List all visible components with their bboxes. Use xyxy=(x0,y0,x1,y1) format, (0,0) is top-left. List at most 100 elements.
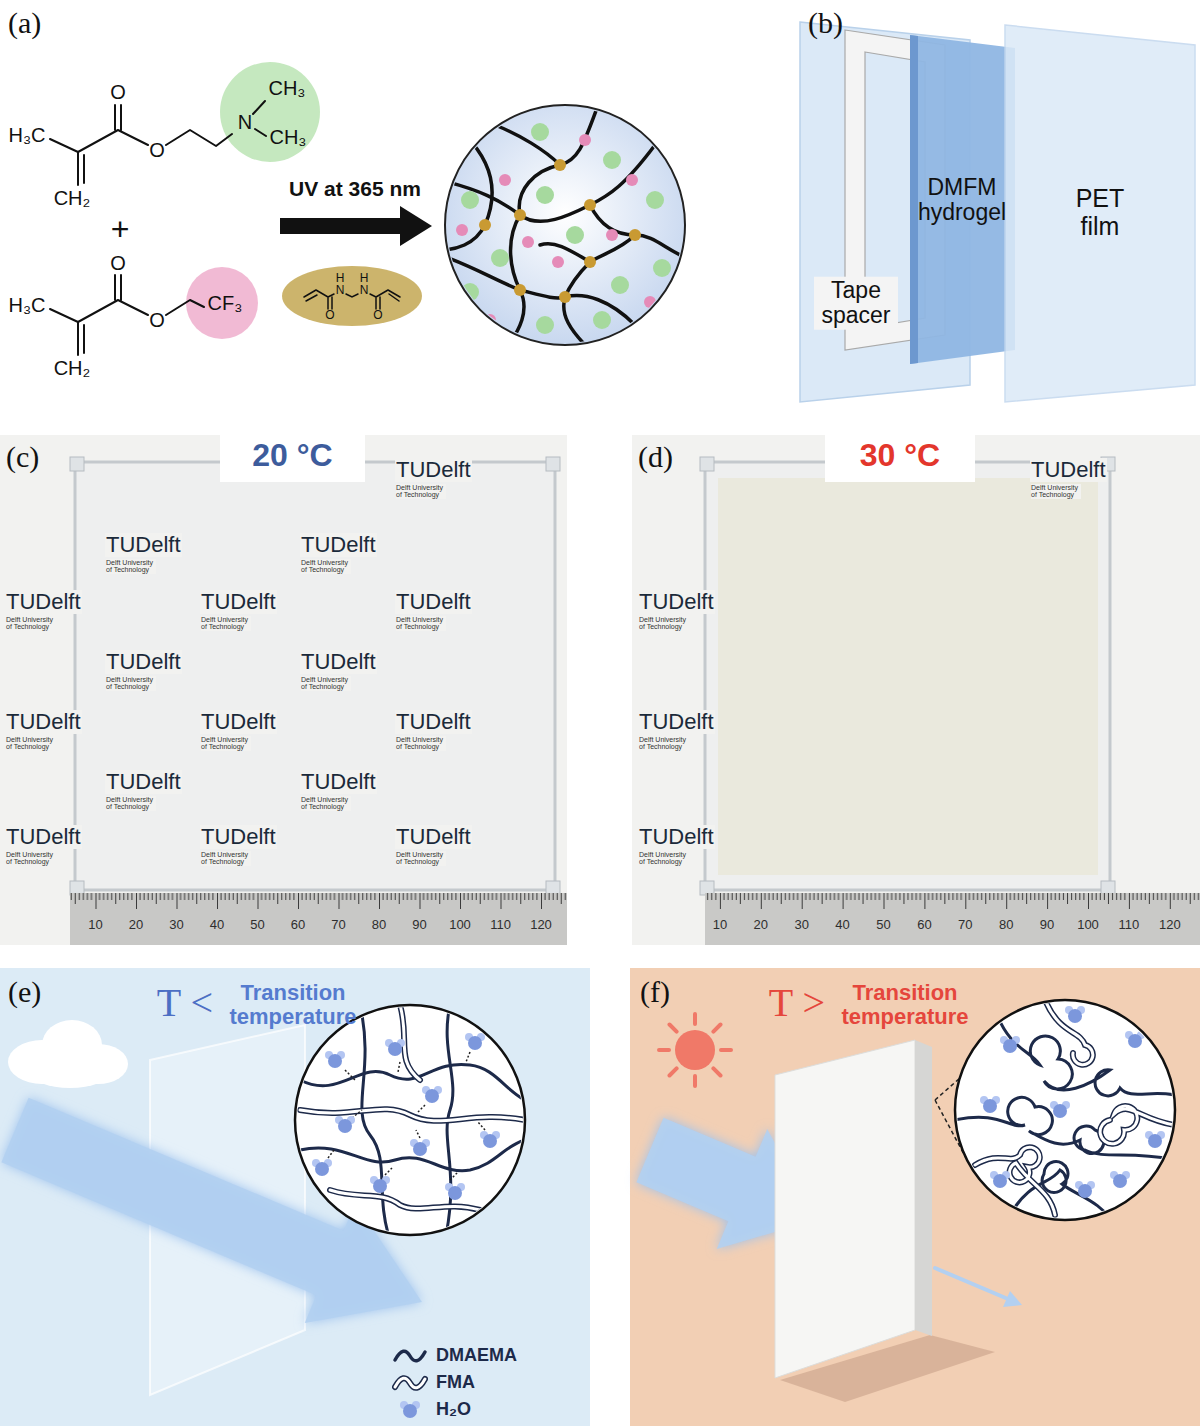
hydrated-chain-network xyxy=(300,1109,525,1121)
collapsed-chain-network xyxy=(955,1000,1175,1220)
polymer-network xyxy=(514,284,526,296)
ruler-number: 20 xyxy=(754,918,768,932)
photo-background xyxy=(0,435,1200,945)
ruler-number: 60 xyxy=(291,918,305,932)
hydrated-chain-network xyxy=(325,1051,345,1068)
logo-subtext: Delft University of Technology xyxy=(201,616,251,631)
polymer-network xyxy=(456,134,656,326)
legend-swatch xyxy=(392,1372,428,1394)
collapsed-chain-network xyxy=(1100,1106,1175,1144)
polymer-network xyxy=(552,256,564,268)
collapsed-chain-network xyxy=(1100,1106,1175,1144)
layer-label: PET film xyxy=(1065,185,1135,240)
hydrogel-window xyxy=(700,457,714,471)
logo-text: TUDelft xyxy=(105,533,182,557)
transmitted-arrow xyxy=(935,1268,1008,1299)
cell-layers xyxy=(1005,25,1195,402)
logo-subtext: Delft University of Technology xyxy=(106,676,156,691)
collapsed-chain-network xyxy=(990,1171,1010,1188)
polymer-network xyxy=(584,199,596,211)
atom-label: H xyxy=(360,272,369,285)
ruler-number: 110 xyxy=(1119,918,1140,932)
ruler xyxy=(70,893,567,945)
hydrated-chain-network xyxy=(312,1159,332,1176)
polymer-network xyxy=(559,291,571,303)
collapsed-chain-network xyxy=(955,1010,1175,1225)
logo-subtext: Delft University of Technology xyxy=(1031,484,1081,499)
chain-sample xyxy=(395,1378,425,1388)
ruler-number: 70 xyxy=(331,918,345,932)
ruler xyxy=(705,893,1200,945)
atom-label: H₃C xyxy=(8,124,45,146)
atom-label: N xyxy=(238,111,252,133)
panel-label: (a) xyxy=(8,6,41,39)
logo-text: TUDelft xyxy=(5,590,82,614)
polymer-network xyxy=(491,249,509,267)
atom-label: N xyxy=(360,284,369,297)
hydrogel-window xyxy=(1101,881,1115,895)
hydrated-chain-network xyxy=(465,1033,485,1050)
hydrated-chain-network xyxy=(300,1005,525,1210)
collapsed-chain-network xyxy=(1000,1036,1020,1053)
functional-group-highlight xyxy=(220,62,320,162)
polymer-network xyxy=(522,236,534,248)
logo-subtext: Delft University of Technology xyxy=(106,559,156,574)
hydrated-chain-network xyxy=(445,1183,465,1200)
hydrated-chain-network xyxy=(370,1176,390,1193)
photo-background xyxy=(632,435,1200,945)
collapsed-chain-network xyxy=(1045,1000,1093,1065)
polymer-network xyxy=(514,209,526,221)
ruler-number: 120 xyxy=(530,918,552,932)
logo-subtext: Delft University of Technology xyxy=(106,796,156,811)
polymer-network xyxy=(606,229,618,241)
logo-subtext: Delft University of Technology xyxy=(639,616,689,631)
ruler-number: 110 xyxy=(490,918,511,932)
polymer-network xyxy=(566,226,584,244)
ruler-number: 50 xyxy=(876,918,890,932)
hydrated-chain-network xyxy=(410,1139,430,1156)
chain-sample xyxy=(395,1378,425,1388)
logo-subtext: Delft University of Technology xyxy=(6,736,56,751)
polymer-network xyxy=(440,145,655,221)
arrow-label: UV at 365 nm xyxy=(289,177,421,200)
atom-label: CF₃ xyxy=(208,292,243,314)
ruler-number: 100 xyxy=(449,918,471,932)
logo-subtext: Delft University of Technology xyxy=(639,851,689,866)
legend-swatch xyxy=(392,1345,428,1367)
logo-subtext: Delft University of Technology xyxy=(301,559,351,574)
plus-sign: + xyxy=(111,212,130,247)
hydrated-chain-network xyxy=(385,1039,405,1056)
hydrogel-window xyxy=(546,881,560,895)
polymer-network xyxy=(440,100,695,350)
hydrated-chain-network xyxy=(300,1109,525,1121)
collapsed-chain-network xyxy=(1065,1006,1085,1023)
hydrated-chain-network xyxy=(328,1052,485,1180)
polymer-network xyxy=(584,256,596,268)
legend-text: FMA xyxy=(436,1373,475,1393)
cell-layers xyxy=(910,35,1015,364)
legend-item: H₂O xyxy=(392,1399,471,1421)
cloud-icon xyxy=(8,1020,128,1088)
crosslinker-structure xyxy=(304,290,400,309)
ruler-number: 20 xyxy=(129,918,143,932)
collapsed-chain-network xyxy=(975,1000,1175,1215)
hydrogel-window xyxy=(70,457,560,895)
ruler-number: 10 xyxy=(88,918,102,932)
collapsed-chain-network xyxy=(1145,1131,1165,1148)
temperature-value: 30 °C xyxy=(860,438,940,473)
hydrogel-window xyxy=(718,478,1098,875)
transmitted-arrow xyxy=(935,1268,1022,1307)
polymer-network xyxy=(519,100,600,215)
hydrogel-window xyxy=(705,462,1110,890)
panel-background xyxy=(0,968,590,1426)
logo-text: TUDelft xyxy=(300,533,377,557)
ruler-number: 50 xyxy=(250,918,264,932)
atom-label: O xyxy=(325,309,334,322)
panel-label: (c) xyxy=(6,440,39,473)
logo-text: TUDelft xyxy=(5,710,82,734)
logo-text: TUDelft xyxy=(200,710,277,734)
logo-text: TUDelft xyxy=(1030,458,1107,482)
collapsed-chain-network xyxy=(975,1147,1055,1215)
hydrated-chain-network xyxy=(295,1005,525,1240)
polymer-network xyxy=(445,105,685,345)
